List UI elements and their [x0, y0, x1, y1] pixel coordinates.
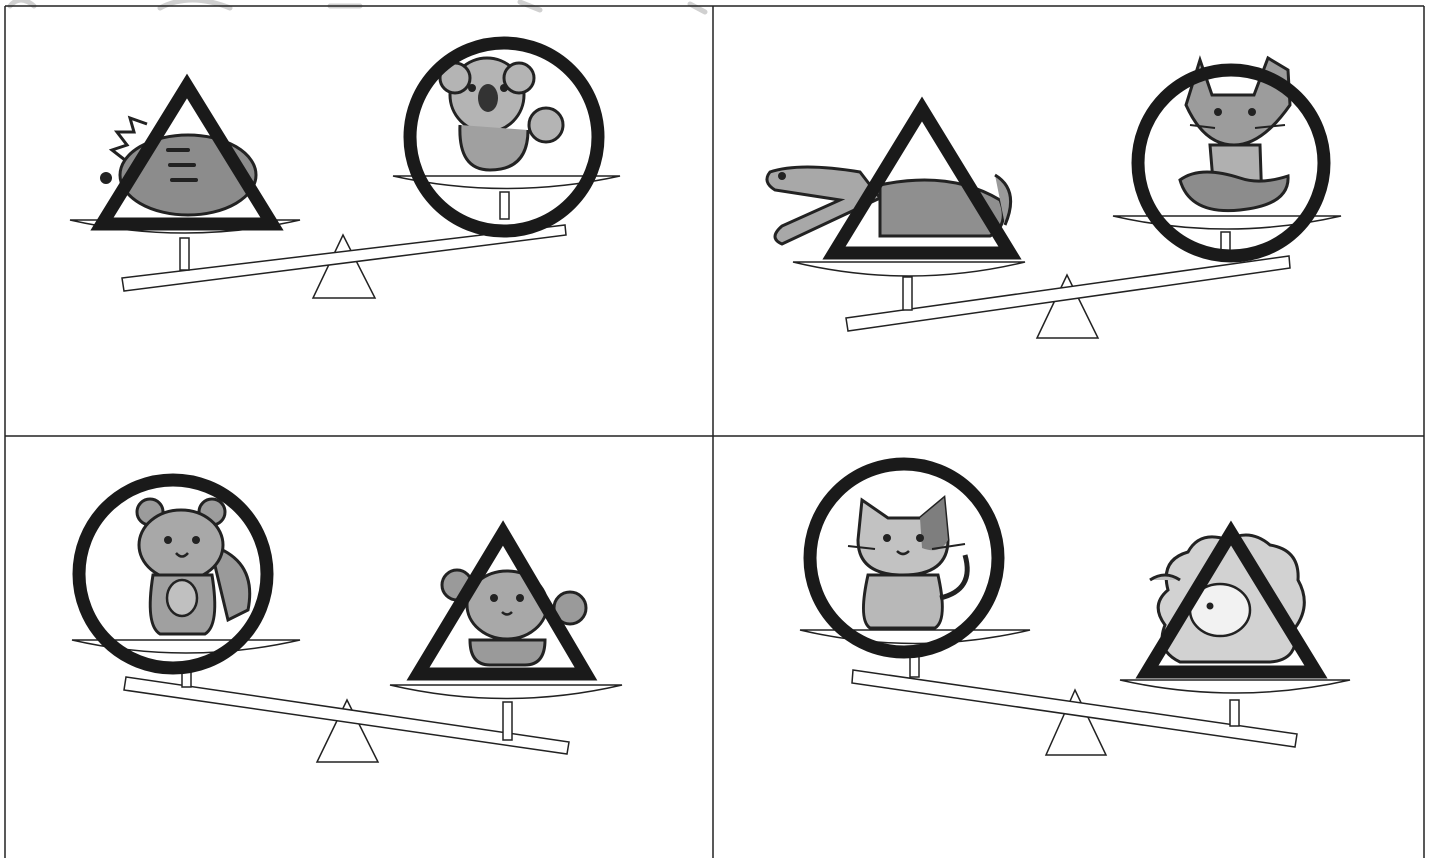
- bear-icon: [442, 570, 586, 665]
- sheep-icon: [1150, 535, 1304, 662]
- panel-2: [767, 58, 1341, 338]
- cat-icon: [848, 498, 967, 628]
- panel-4: [800, 464, 1350, 755]
- hamster-icon: [137, 499, 250, 634]
- koala-icon: [440, 58, 563, 170]
- panel-3: [72, 480, 622, 762]
- panel-1: [70, 43, 620, 298]
